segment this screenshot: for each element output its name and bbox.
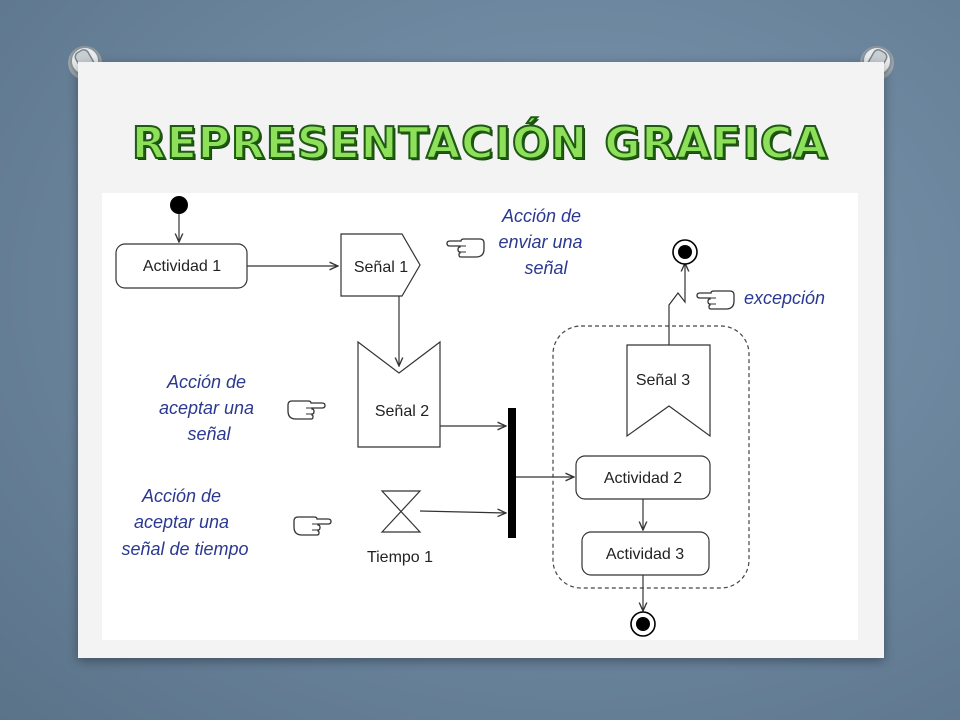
- slide-title: REPRESENTACIÓN GRAFICA: [131, 117, 829, 170]
- annotation-aceptar-line3: señal: [187, 424, 231, 444]
- node-actividad2-label: Actividad 2: [604, 470, 682, 487]
- exception-edge: [668, 263, 685, 345]
- interruptible-region: [552, 325, 750, 589]
- annotation-enviar: Acción de enviar una señal: [498, 206, 587, 278]
- initial-node: [170, 196, 188, 214]
- node-senal2: [357, 340, 441, 448]
- pointing-hand-icon: [696, 290, 735, 310]
- node-senal1: [340, 233, 421, 297]
- node-senal2-label: Señal 2: [375, 403, 429, 420]
- annotation-tiempo: Acción de aceptar una señal de tiempo: [121, 486, 248, 559]
- pointing-hand-icon: [287, 400, 326, 420]
- annotation-enviar-line1: Acción de: [501, 206, 581, 226]
- annotation-aceptar-line2: aceptar una: [159, 398, 254, 418]
- edge-tiempo1-fork: [419, 511, 506, 513]
- node-tiempo1-label: Tiempo 1: [367, 549, 433, 566]
- annotation-aceptar-line1: Acción de: [166, 372, 246, 392]
- annotation-tiempo-line2: aceptar una: [134, 512, 229, 532]
- diagram-canvas: Actividad 1 Señal 1 Acción de enviar una…: [115, 196, 825, 637]
- node-senal3-label: Señal 3: [636, 372, 690, 389]
- node-actividad3-label: Actividad 3: [606, 546, 684, 563]
- node-actividad3: [581, 531, 710, 576]
- activity-diagram: Actividad 1 Señal 1 Acción de enviar una…: [102, 193, 858, 640]
- node-senal3: [626, 344, 711, 438]
- pointing-hand-icon: [446, 238, 485, 258]
- final-node-exception-inner: [678, 245, 692, 259]
- annotation-excepcion: excepción: [744, 288, 825, 308]
- annotation-tiempo-line3: señal de tiempo: [121, 539, 248, 559]
- annotation-enviar-line3: señal: [524, 258, 568, 278]
- pointing-hand-icon: [293, 516, 332, 536]
- node-tiempo1: [380, 490, 422, 533]
- fork-bar: [508, 408, 516, 538]
- annotation-tiempo-line1: Acción de: [141, 486, 221, 506]
- annotation-aceptar: Acción de aceptar una señal: [159, 372, 259, 444]
- final-node-inner: [636, 617, 650, 631]
- node-actividad1-label: Actividad 1: [143, 258, 221, 275]
- annotation-enviar-line2: enviar una: [498, 232, 582, 252]
- node-senal1-label: Señal 1: [354, 259, 408, 276]
